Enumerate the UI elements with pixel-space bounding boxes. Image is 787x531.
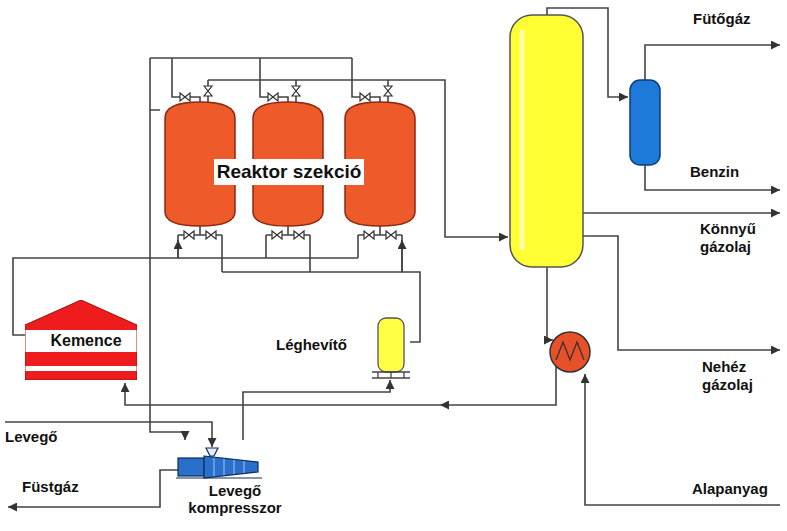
- valve-symbol: [272, 231, 282, 239]
- valve-symbol: [268, 93, 278, 101]
- valve-symbol: [384, 86, 392, 96]
- heat-exchanger: [550, 332, 590, 372]
- pipe-line: [5, 8, 780, 507]
- pipe-line: [222, 235, 402, 272]
- furnace-box: Kemence: [25, 300, 147, 380]
- fractionating-column: [520, 30, 525, 250]
- stream-label: Füstgáz: [22, 478, 79, 496]
- valve-symbol: [294, 231, 304, 239]
- section-title: Reaktor szekció: [214, 159, 365, 185]
- valve-symbol: [364, 231, 374, 239]
- stream-label: Fütőgáz: [693, 10, 751, 28]
- pipe-line: [8, 470, 178, 507]
- stream-label: Alapanyag: [692, 480, 768, 498]
- pipe-line: [208, 80, 508, 237]
- stream-label: Könnyű gázolaj: [700, 220, 780, 256]
- pipe-line: [645, 45, 780, 80]
- air-heater-vessel: [372, 372, 410, 378]
- compressor-symbol: [214, 458, 244, 476]
- pipe-line: [5, 422, 212, 447]
- valve-symbol: [180, 93, 190, 101]
- equipment-name: Kemence: [25, 330, 147, 352]
- pipe-line: [547, 267, 553, 340]
- pipe-line: [200, 226, 380, 235]
- air-heater-vessel: [378, 318, 404, 372]
- reactor-section: Reaktor szekció: [160, 90, 418, 240]
- compressor-symbol: [206, 448, 218, 456]
- pipe-line: [585, 374, 780, 505]
- compressor-symbol: [176, 448, 262, 478]
- compressor-symbol: [178, 458, 204, 476]
- process-stream: [402, 240, 420, 342]
- pipe-line: [150, 58, 352, 110]
- valve-symbol: [292, 86, 300, 96]
- fractionating-column: [510, 15, 583, 267]
- valve-symbol: [206, 231, 216, 239]
- process-stream: [150, 110, 185, 440]
- stream-label: Nehéz gázolaj: [702, 358, 782, 394]
- valve-symbol: [386, 231, 396, 239]
- valve-symbol: [204, 86, 212, 96]
- stream-label: Levegő: [5, 428, 58, 446]
- reactor-vessel: [165, 102, 415, 226]
- pipe-line: [125, 383, 440, 405]
- separator-drum: [630, 80, 660, 165]
- air-heater-box: Léghevítő: [270, 320, 410, 380]
- furnace-band: [26, 366, 137, 371]
- heat-exchanger: [556, 342, 584, 360]
- process-stream: [243, 380, 390, 440]
- valve-symbol: [180, 86, 396, 239]
- compressor-symbol: [176, 477, 262, 478]
- valve-symbol: [184, 231, 194, 239]
- heat-exchanger: [550, 332, 590, 372]
- equipment-name: Levegő kompresszor: [170, 482, 300, 516]
- compressor-box: Levegő kompresszor: [170, 440, 300, 516]
- pipe-line: [178, 235, 358, 258]
- fractionating-column: [510, 15, 583, 267]
- stream-label: Benzin: [690, 163, 739, 181]
- separator-drum: [630, 80, 660, 165]
- equipment-name: Léghevítő: [276, 336, 347, 353]
- pipe-line: [583, 212, 780, 214]
- air-heater-vessel: [372, 318, 410, 378]
- valve-symbol: [360, 93, 370, 101]
- compressor-symbol: [204, 456, 258, 478]
- pipe-line: [440, 366, 556, 405]
